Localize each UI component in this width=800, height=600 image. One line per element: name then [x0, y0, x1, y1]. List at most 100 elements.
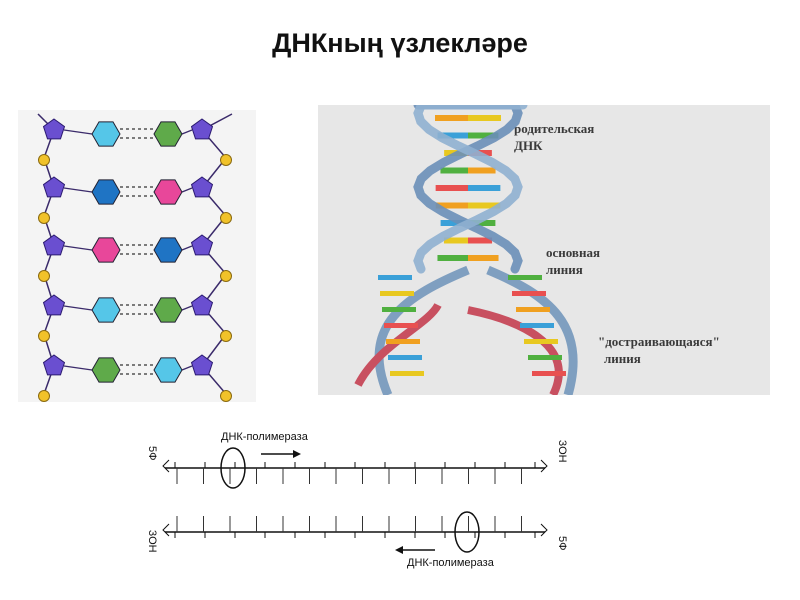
fork-left-bar [380, 291, 414, 296]
base-bar-right [468, 185, 501, 191]
sugar-left [42, 294, 66, 316]
new-strand-right [467, 306, 563, 395]
label-polymerase-top: ДНК-полимераза [221, 431, 309, 443]
base-bar-right [468, 202, 501, 209]
phosphate-right [220, 212, 232, 224]
glycosidic-bond-left [63, 129, 93, 135]
base-bar-left [440, 167, 468, 174]
base-bar-right [468, 167, 496, 174]
glycosidic-bond-left [63, 245, 93, 251]
base-pairing-svg [37, 113, 233, 402]
glycosidic-bond-right [181, 365, 193, 371]
sugar-right [190, 234, 214, 256]
base-left-hexagon [91, 357, 121, 383]
fork-right-bar [516, 307, 550, 312]
sugar-left [42, 118, 66, 140]
polymerase-diagram: 5Ф 3ОН 3ОН 5Ф ДНК-полимераза ДНК-полимер… [125, 410, 600, 588]
base-left-hexagon [91, 179, 121, 205]
fork-left-bar [388, 355, 422, 360]
new-strand-left [354, 302, 442, 387]
bracket-left-bottom [162, 523, 170, 537]
polymerase-bottom-ellipse [454, 511, 480, 553]
base-left-hexagon [91, 297, 121, 323]
sugar-right [190, 176, 214, 198]
label-3oh-top-right: 3ОН [556, 440, 568, 463]
fork-right-bar [528, 355, 562, 360]
glycosidic-bond-right [181, 129, 193, 135]
parent-strand-a [413, 105, 523, 274]
fork-left-bar [378, 275, 412, 280]
base-bar-left [435, 202, 468, 209]
base-left-hexagon [91, 121, 121, 147]
arrow-left-head [395, 546, 403, 554]
phosphate-left [38, 330, 50, 342]
polymerase-svg: 5Ф 3ОН 3ОН 5Ф ДНК-полимераза ДНК-полимер… [146, 431, 568, 569]
label-parent-dna-line2: ДНК [514, 138, 543, 153]
replication-fork-diagram: родительская ДНК основная линия "достраи… [318, 105, 770, 395]
glycosidic-bond-left [63, 305, 93, 311]
phosphate-right [220, 390, 232, 402]
base-bar-left [435, 185, 468, 191]
sugar-left [42, 176, 66, 198]
fork-left-bar [382, 307, 416, 312]
sugar-left [42, 234, 66, 256]
base-right-hexagon [153, 357, 183, 383]
base-left-hexagon [91, 237, 121, 263]
fork-right-bar [524, 339, 558, 344]
bracket-left-top [162, 459, 170, 473]
phosphate-right [220, 270, 232, 282]
bracket-right-bottom [540, 523, 548, 537]
base-bar-left [443, 237, 468, 244]
fork-left-bar [390, 371, 424, 376]
phosphate-right [220, 154, 232, 166]
label-lagging-strand-line1: "достраивающаяся" [598, 334, 720, 349]
base-right-hexagon [153, 297, 183, 323]
parent-strand-b [413, 105, 528, 274]
label-main-strand-line2: линия [546, 262, 583, 277]
base-right-hexagon [153, 179, 183, 205]
glycosidic-bond-left [63, 365, 93, 371]
base-bar-right [468, 220, 496, 226]
phosphate-left [38, 390, 50, 402]
label-lagging-strand-line2: линия [604, 351, 641, 366]
glycosidic-bond-right [181, 187, 193, 193]
phosphate-left [38, 212, 50, 224]
fork-left-bar [386, 339, 420, 344]
base-right-hexagon [153, 237, 183, 263]
base-bar-right [468, 115, 501, 121]
base-pairing-diagram [18, 110, 256, 402]
fork-right-bar [508, 275, 542, 280]
fork-left-bar [384, 323, 418, 328]
sugar-right [190, 354, 214, 376]
fork-right-bar [512, 291, 546, 296]
phosphate-right [220, 330, 232, 342]
base-bar-right [468, 255, 499, 261]
label-5f-top-left: 5Ф [146, 446, 158, 460]
phosphate-left [38, 154, 50, 166]
base-bar-left [437, 255, 468, 261]
fork-right-bar [520, 323, 554, 328]
label-parent-dna-line1: родительская [514, 121, 594, 136]
phosphate-left [38, 270, 50, 282]
replication-fork-svg: родительская ДНК основная линия "достраи… [354, 105, 720, 395]
base-bar-right [468, 237, 493, 244]
polymerase-top-ellipse [220, 447, 246, 489]
base-bar-right [468, 132, 499, 139]
arrow-right-head [293, 450, 301, 458]
label-main-strand-line1: основная [546, 245, 600, 260]
label-3oh-bottom-left: 3ОН [146, 530, 158, 553]
sugar-right [190, 118, 214, 140]
fork-right-bar [532, 371, 566, 376]
glycosidic-bond-right [181, 305, 193, 311]
sugar-right [190, 294, 214, 316]
fork-left-strand [374, 265, 470, 395]
base-bar-left [440, 220, 468, 226]
label-polymerase-bottom: ДНК-полимераза [407, 557, 495, 569]
base-bar-left [435, 115, 468, 121]
label-5f-bottom-right: 5Ф [556, 536, 568, 550]
bracket-right-top [540, 459, 548, 473]
sugar-left [42, 354, 66, 376]
glycosidic-bond-left [63, 187, 93, 193]
glycosidic-bond-right [181, 245, 193, 251]
base-bar-left [437, 132, 468, 139]
